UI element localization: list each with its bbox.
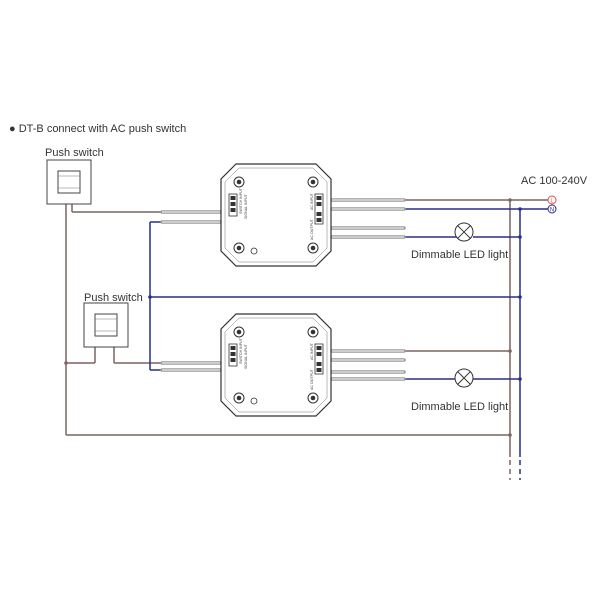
module-bottom-acin-label: AC INPUT (310, 342, 314, 360)
terminal-neutral-label: N (550, 207, 554, 213)
led-light-bottom-label: Dimmable LED light (411, 401, 509, 413)
led-light-top-label: Dimmable LED light (411, 249, 509, 261)
push-switch-top-label: Push switch (45, 147, 104, 159)
terminal-neutral-icon: N (547, 204, 557, 214)
module-top-signal-label: SIGNAL INPUT (244, 193, 248, 219)
led-lamp-top-icon (454, 222, 474, 242)
push-switch-bottom-label: Push switch (84, 292, 143, 304)
module-top-acout-label: AC OUTPUT (310, 218, 314, 240)
controller-module-bottom: SWITCH INPUT SIGNAL INPUT AC INPUT AC OU… (220, 313, 332, 417)
module-bottom-signal-label: SIGNAL INPUT (244, 343, 248, 369)
controller-module-top: SWITCH INPUT SIGNAL INPUT AC INPUT AC OU… (220, 163, 332, 267)
push-switch-bottom-icon (83, 302, 129, 348)
terminal-live-label: L (550, 198, 554, 204)
diagram-title: ● DT-B connect with AC push switch (9, 123, 187, 135)
terminal-live-icon: L (547, 195, 557, 205)
led-lamp-bottom-icon (454, 368, 474, 388)
neutral-wires (149, 208, 548, 457)
module-bottom-switch-label: SWITCH INPUT (239, 337, 243, 364)
push-switch-top-icon (46, 159, 92, 205)
module-top-switch-label: SWITCH INPUT (239, 187, 243, 214)
module-bottom-acout-label: AC OUTPUT (310, 368, 314, 390)
live-wires (65, 199, 548, 457)
junction-dots (64, 198, 522, 437)
module-top-acin-label: AC INPUT (310, 192, 314, 210)
continuation-dashes (509, 460, 521, 480)
ac-supply-label: AC 100-240V (521, 175, 588, 187)
